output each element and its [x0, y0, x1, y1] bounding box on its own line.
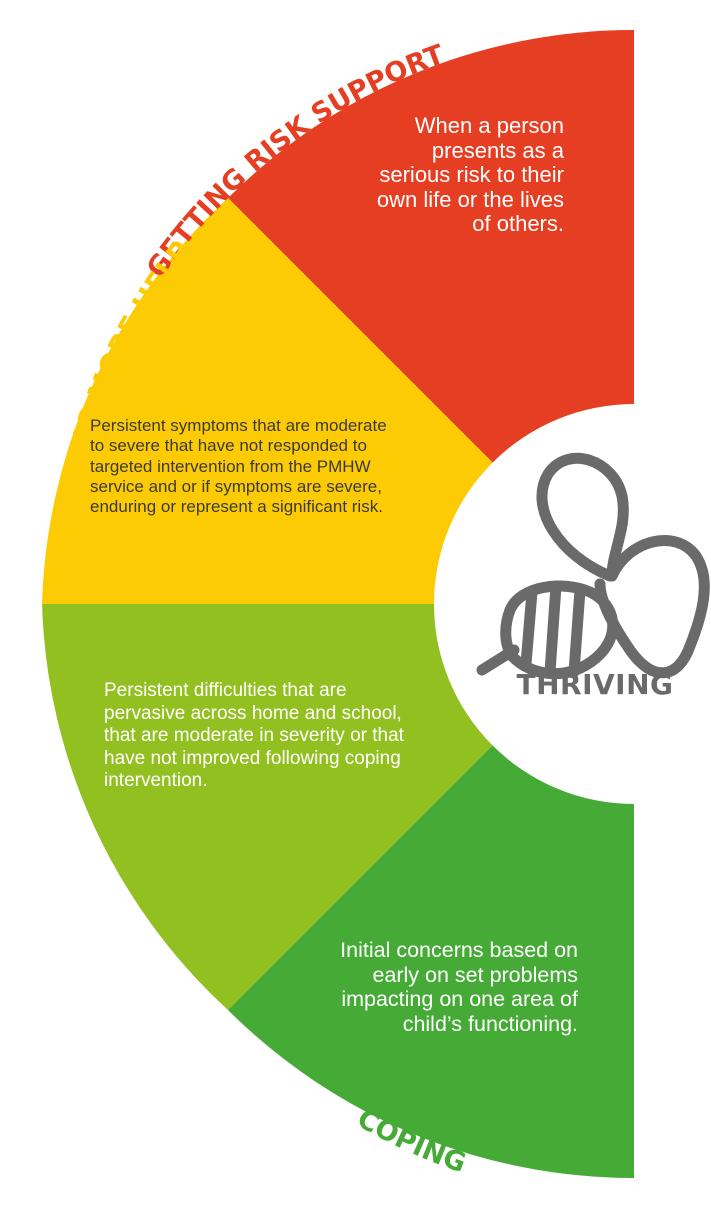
- getting-more-help-description: Persistent symptoms that are moderate to…: [90, 416, 387, 517]
- bee-icon: [476, 452, 710, 680]
- thriving-label: THRIVING: [516, 668, 674, 701]
- getting-help-description: Persistent difficulties that are pervasi…: [104, 680, 404, 791]
- risk-support-description: When a person presents as a serious risk…: [376, 113, 564, 236]
- center-circle: [434, 404, 711, 804]
- coping-description: Initial concerns based on early on set p…: [340, 938, 578, 1036]
